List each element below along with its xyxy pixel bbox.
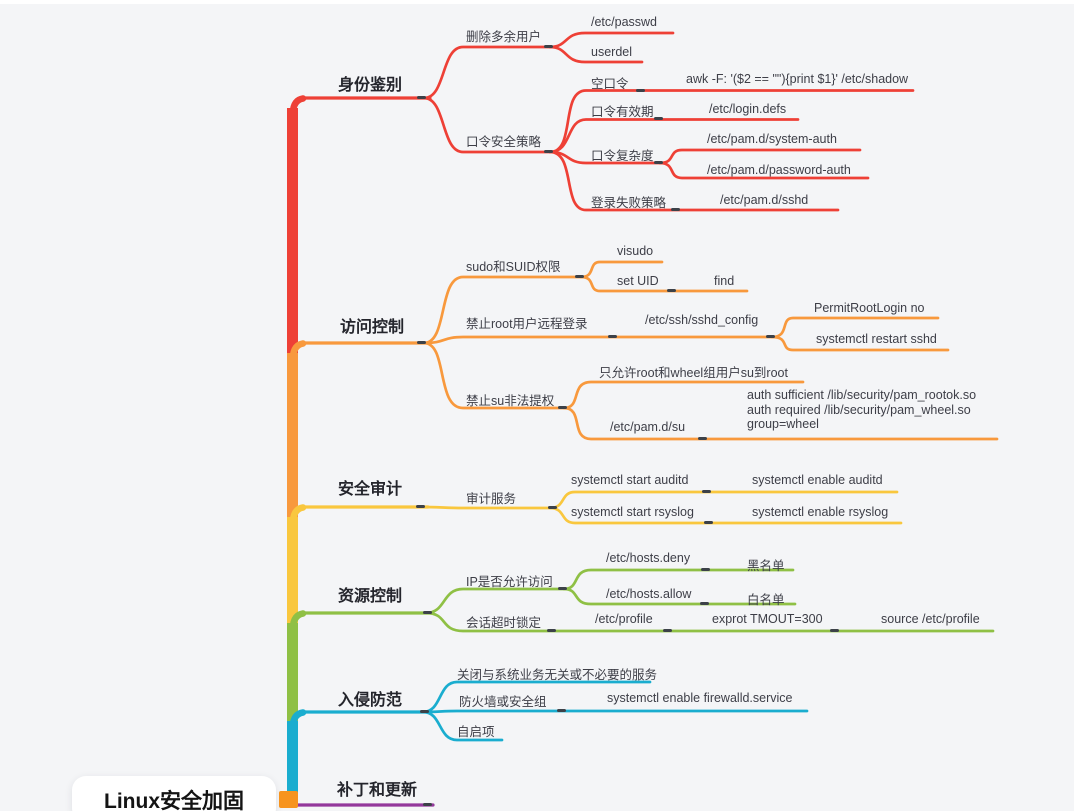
node-close-unneeded-services[interactable]: 关闭与系统业务无关或不必要的服务: [457, 668, 658, 682]
collapse-handle[interactable]: [544, 45, 553, 49]
canvas-top-edge: [0, 0, 1074, 4]
collapse-handle[interactable]: [702, 490, 711, 494]
collapse-handle[interactable]: [766, 335, 775, 339]
node-sudo-suid[interactable]: sudo和SUID权限: [466, 260, 561, 274]
collapse-handle[interactable]: [417, 96, 426, 100]
node-etc-passwd[interactable]: /etc/passwd: [591, 15, 658, 29]
collapse-handle[interactable]: [701, 568, 710, 572]
pam-su-config-line3: group=wheel: [747, 417, 819, 432]
node-find[interactable]: find: [714, 274, 735, 288]
collapse-handle[interactable]: [654, 161, 663, 165]
node-restart-sshd[interactable]: systemctl restart sshd: [816, 332, 937, 346]
collapse-handle[interactable]: [698, 437, 707, 441]
topic-audit[interactable]: 安全审计: [338, 481, 403, 498]
node-start-auditd[interactable]: systemctl start auditd: [571, 473, 689, 487]
node-login-fail-policy[interactable]: 登录失败策略: [591, 196, 667, 210]
node-export-tmout[interactable]: exprot TMOUT=300: [712, 612, 823, 626]
collapse-handle[interactable]: [544, 150, 553, 154]
collapse-handle[interactable]: [558, 406, 567, 410]
collapse-handle[interactable]: [417, 341, 426, 345]
node-no-su-escalation[interactable]: 禁止su非法提权: [466, 394, 555, 408]
node-etc-profile[interactable]: /etc/profile: [595, 612, 653, 626]
collapse-handle[interactable]: [423, 611, 432, 615]
node-visudo[interactable]: visudo: [617, 244, 654, 258]
collapse-handle[interactable]: [700, 602, 709, 606]
node-pam-system-auth[interactable]: /etc/pam.d/system-auth: [707, 132, 837, 146]
node-session-timeout[interactable]: 会话超时锁定: [466, 616, 542, 630]
topic-access[interactable]: 访问控制: [340, 319, 405, 336]
node-userdel[interactable]: userdel: [591, 45, 632, 59]
node-sshd-config[interactable]: /etc/ssh/sshd_config: [645, 313, 759, 327]
collapse-handle[interactable]: [830, 629, 839, 633]
node-ip-access[interactable]: IP是否允许访问: [466, 575, 553, 589]
node-password-complexity[interactable]: 口令复杂度: [591, 149, 654, 163]
topic-resource[interactable]: 资源控制: [338, 588, 403, 605]
pam-su-config-line2: auth required /lib/security/pam_wheel.so: [747, 402, 971, 417]
node-empty-password[interactable]: 空口令: [591, 77, 629, 91]
collapse-handle[interactable]: [667, 289, 676, 293]
node-awk-shadow-command[interactable]: awk -F: '($2 == ""){print $1}' /etc/shad…: [686, 72, 909, 86]
node-enable-auditd[interactable]: systemctl enable auditd: [752, 473, 883, 487]
collapse-handle[interactable]: [416, 505, 425, 509]
collapse-handle[interactable]: [558, 587, 567, 591]
node-pam-sshd[interactable]: /etc/pam.d/sshd: [720, 193, 809, 207]
node-hosts-allow[interactable]: /etc/hosts.allow: [606, 587, 692, 601]
collapse-handle[interactable]: [663, 629, 672, 633]
collapse-handle[interactable]: [636, 89, 645, 93]
collapse-handle[interactable]: [547, 629, 556, 633]
topic-patch[interactable]: 补丁和更新: [337, 782, 418, 799]
collapse-handle[interactable]: [608, 335, 617, 339]
collapse-handle[interactable]: [704, 521, 713, 525]
node-firewall-or-sg[interactable]: 防火墙或安全组: [459, 695, 547, 709]
root-connector: [279, 791, 298, 808]
node-no-root-login[interactable]: 禁止root用户远程登录: [466, 317, 588, 331]
node-source-profile[interactable]: source /etc/profile: [881, 612, 980, 626]
collapse-handle[interactable]: [557, 709, 566, 713]
node-audit-service[interactable]: 审计服务: [466, 492, 517, 506]
root-node[interactable]: Linux安全加固: [72, 776, 276, 811]
branch-audit-lines: [287, 490, 903, 799]
pam-su-config-line1: auth sufficient /lib/security/pam_rootok…: [747, 388, 977, 402]
node-start-rsyslog[interactable]: systemctl start rsyslog: [571, 505, 694, 519]
node-whitelist[interactable]: 白名单: [747, 593, 785, 607]
topic-intrusion[interactable]: 入侵防范: [338, 692, 403, 709]
node-hosts-deny[interactable]: /etc/hosts.deny: [606, 551, 691, 565]
node-set-uid[interactable]: set UID: [617, 274, 659, 288]
branch-intrusion-lines: [287, 680, 809, 797]
node-autostart-items[interactable]: 自启项: [457, 725, 495, 739]
node-enable-firewalld[interactable]: systemctl enable firewalld.service: [607, 691, 793, 705]
node-blacklist[interactable]: 黑名单: [747, 559, 785, 573]
node-permit-root-login[interactable]: PermitRootLogin no: [814, 301, 925, 315]
collapse-handle[interactable]: [423, 803, 432, 807]
collapse-handle[interactable]: [654, 117, 663, 121]
node-su-only-wheel[interactable]: 只允许root和wheel组用户su到root: [599, 366, 788, 380]
node-login-defs[interactable]: /etc/login.defs: [709, 102, 787, 116]
node-pam-su[interactable]: /etc/pam.d/su: [610, 420, 686, 434]
root-node-label: Linux安全加固: [104, 790, 244, 811]
node-password-policy[interactable]: 口令安全策略: [466, 135, 542, 149]
node-pam-password-auth[interactable]: /etc/pam.d/password-auth: [707, 163, 851, 177]
node-delete-extra-users[interactable]: 删除多余用户: [466, 30, 542, 44]
branch-resource-lines: [287, 568, 995, 799]
collapse-handle[interactable]: [575, 275, 584, 279]
node-pam-su-config[interactable]: auth sufficient /lib/security/pam_rootok…: [747, 388, 976, 432]
topic-identity[interactable]: 身份鉴别: [338, 77, 403, 94]
collapse-handle[interactable]: [671, 208, 680, 212]
collapse-handle[interactable]: [420, 710, 429, 714]
node-password-expiry[interactable]: 口令有效期: [591, 105, 654, 119]
collapse-handle[interactable]: [548, 506, 557, 510]
node-enable-rsyslog[interactable]: systemctl enable rsyslog: [752, 505, 889, 519]
